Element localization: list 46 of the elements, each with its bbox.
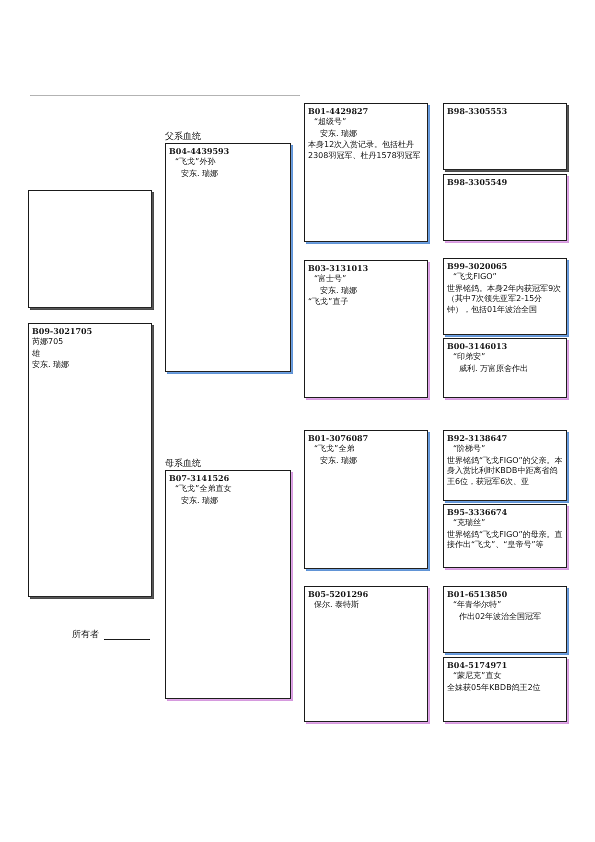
section-heading: 母系血统	[165, 458, 201, 470]
ring-number: B00-3146013	[447, 341, 508, 352]
card-text: 安东. 瑞娜	[319, 128, 358, 140]
card-text: 芮娜705	[32, 337, 64, 348]
card-text: 安东. 瑞娜	[180, 168, 220, 180]
ring-number: B98-3305549	[447, 177, 508, 188]
card-text: “阶梯号”	[452, 444, 486, 455]
card-text: “飞戈”直子	[308, 297, 350, 308]
card-text: 威利. 万富原舍作出	[458, 364, 530, 374]
ring-number: B04-5174971	[447, 660, 508, 670]
card-text: “富士号”	[313, 274, 348, 285]
card-text: 全妹获05年KBDB鸽王2位	[447, 682, 542, 694]
ring-number: B04-4439593	[169, 146, 230, 156]
card-text: “超级号”	[313, 117, 348, 128]
card-text: “克瑞丝”	[452, 518, 486, 529]
card-text: 作出02年波治全国冠军	[458, 612, 542, 622]
ring-number: B05-5201296	[308, 589, 370, 600]
ring-number: B01-3076087	[308, 433, 370, 444]
section-heading: 父系血统	[165, 130, 201, 143]
ring-number: B95-3336674	[447, 507, 508, 518]
card-text: “年青华尔特”	[452, 600, 502, 611]
card-text: 安东. 瑞娜	[180, 496, 220, 506]
ring-number: B99-3020065	[447, 261, 508, 272]
ring-number: B01-6513850	[447, 589, 508, 600]
card-text: 世界铭鸽“飞戈FIGO”的父亲。本身入赏比利时KBDB中距离省鸽王6位，获冠军6次、亚	[447, 456, 563, 487]
ring-number: B01-4429827	[308, 106, 370, 116]
card-text: 世界铭鸽。本身2年内获冠军9次（其中7次领先亚军2-15分钟），包括01年波治全国	[447, 284, 562, 315]
owner-label: 所有者	[72, 628, 99, 641]
ring-number: B03-3131013	[308, 263, 370, 274]
ring-number: B07-3141526	[169, 473, 230, 484]
card-text: 本身12次入赏记录。包括杜丹2308羽冠军、杜丹1578羽冠军	[308, 140, 422, 161]
card-text: “飞戈FIGO”	[452, 272, 498, 283]
card-text: 世界铭鸽“飞戈FIGO”的母亲。直接作出“飞戈”、“皇帝号”等	[447, 530, 563, 551]
ring-number: B92-3138647	[447, 433, 508, 444]
card-text: 安东. 瑞娜	[32, 360, 70, 371]
card-text: 保尔. 泰特斯	[313, 600, 360, 611]
card-text: “印弟安”	[452, 352, 486, 363]
ring-number: B98-3305553	[447, 106, 508, 116]
card-text: 安东. 瑞娜	[319, 456, 358, 466]
card-text: “飞戈”全弟直女	[174, 484, 232, 495]
card-text: “飞戈”外孙	[174, 157, 216, 168]
ring-number: B09-3021705	[32, 326, 94, 336]
card-text: “飞戈”全弟	[313, 444, 356, 455]
card-text: 安东. 瑞娜	[319, 286, 358, 296]
card-text: 雄	[32, 348, 41, 360]
card-text: “蒙尼克”直女	[452, 671, 502, 682]
